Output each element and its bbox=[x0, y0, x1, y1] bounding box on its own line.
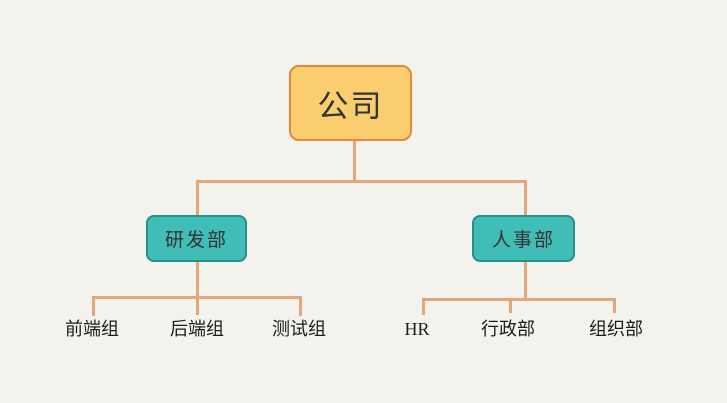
node-company-label: 公司 bbox=[317, 88, 384, 124]
connector-hr-groups-bar bbox=[422, 298, 616, 301]
connector-to-hr-group bbox=[422, 298, 425, 315]
leaf-admin-department[interactable]: 行政部 bbox=[481, 319, 535, 339]
leaf-hr-group[interactable]: HR bbox=[404, 319, 430, 339]
node-rd-department-label: 研发部 bbox=[164, 230, 228, 251]
leaf-organization-department[interactable]: 组织部 bbox=[589, 319, 643, 339]
node-hr-department-label: 人事部 bbox=[491, 230, 555, 251]
connector-to-testing-group bbox=[299, 296, 302, 316]
connector-to-rd-dept bbox=[196, 180, 199, 215]
connector-to-admin-dept bbox=[509, 298, 512, 313]
connector-root-stem bbox=[353, 141, 356, 181]
connector-rd-stem bbox=[196, 262, 199, 315]
leaf-testing-group[interactable]: 测试组 bbox=[272, 319, 326, 339]
connector-rd-groups-bar bbox=[92, 296, 302, 299]
node-hr-department[interactable]: 人事部 bbox=[472, 215, 575, 262]
leaf-frontend-group[interactable]: 前端组 bbox=[65, 319, 119, 339]
connector-departments-bar bbox=[196, 180, 527, 183]
connector-to-frontend-group bbox=[92, 296, 95, 316]
node-company[interactable]: 公司 bbox=[289, 65, 412, 141]
connector-hr-stem bbox=[524, 261, 527, 301]
node-rd-department[interactable]: 研发部 bbox=[146, 215, 247, 262]
connector-to-org-dept bbox=[613, 298, 616, 313]
leaf-backend-group[interactable]: 后端组 bbox=[170, 319, 224, 339]
connector-to-hr-dept bbox=[524, 180, 527, 215]
